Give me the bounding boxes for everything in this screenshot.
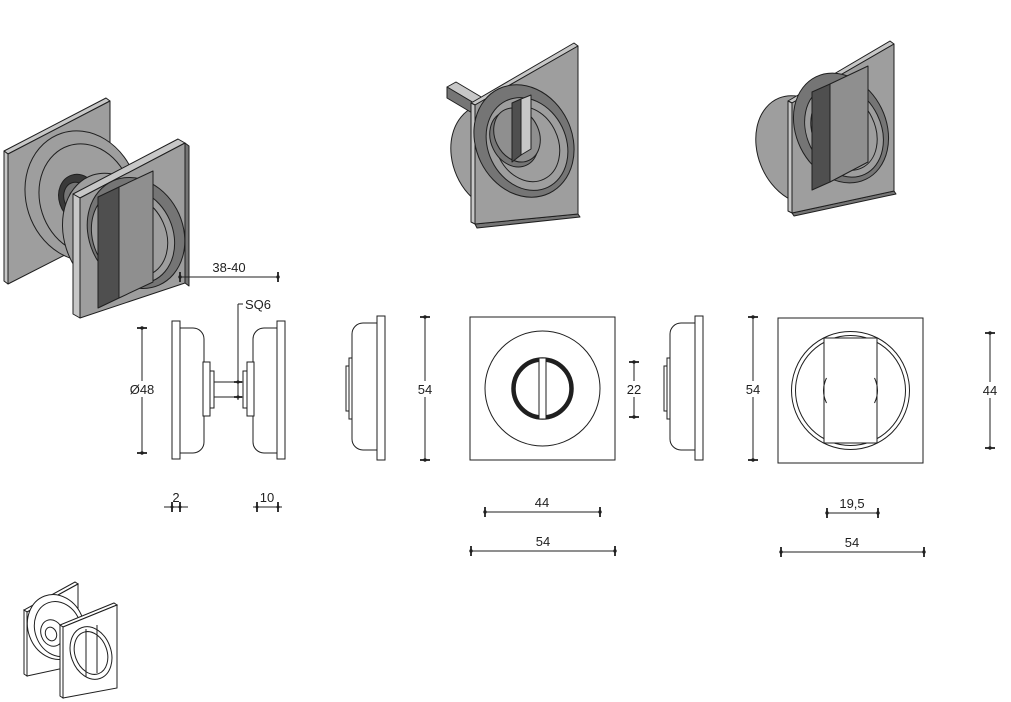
dim-door-thickness: 38-40 bbox=[178, 260, 280, 282]
dim-label-door-thickness: 38-40 bbox=[212, 260, 245, 275]
dim-label-pull-recess-height: 44 bbox=[983, 383, 997, 398]
front-view-privacy-rose bbox=[469, 316, 616, 461]
dim-label-cup-depth: 10 bbox=[260, 490, 274, 505]
dim-rose-diameter: Ø48 bbox=[124, 326, 160, 455]
side-view-pull-rose bbox=[663, 315, 704, 461]
dim-label-plate-width-turn: 54 bbox=[536, 534, 550, 549]
dim-plate-width-turn: 54 bbox=[469, 534, 617, 556]
iso-view-double-flush-pull-set bbox=[3, 97, 190, 319]
dim-rose-plate-thickness: 2 bbox=[164, 490, 188, 512]
dim-label-plate-width-pull: 54 bbox=[845, 535, 859, 550]
iso-view-double-set-outline bbox=[23, 581, 119, 699]
dim-label-side-height-turn: 54 bbox=[418, 382, 432, 397]
dim-side-height-pull: 54 bbox=[739, 315, 767, 462]
front-view-pull-rose bbox=[777, 317, 924, 464]
dim-label-rose-diameter: Ø48 bbox=[130, 382, 155, 397]
dim-label-recess-diameter: 44 bbox=[535, 495, 549, 510]
dim-label-side-height-pull: 54 bbox=[746, 382, 760, 397]
dim-side-height-turn: 54 bbox=[411, 315, 439, 462]
dim-label-turn-knob-height: 22 bbox=[627, 382, 641, 397]
dim-turn-knob-height: 22 bbox=[621, 360, 647, 419]
dim-label-rose-plate-thickness: 2 bbox=[172, 490, 179, 505]
dim-plate-width-pull: 54 bbox=[779, 535, 926, 557]
dim-recess-diameter: 44 bbox=[483, 495, 602, 517]
dim-cup-depth: 10 bbox=[253, 490, 282, 512]
dim-label-spindle-size: SQ6 bbox=[245, 297, 271, 312]
dim-pull-recess-height: 44 bbox=[976, 331, 1004, 450]
dim-grip-bar-width: 19,5 bbox=[825, 496, 880, 518]
dim-label-grip-bar-width: 19,5 bbox=[839, 496, 864, 511]
section-view-knob-set bbox=[171, 320, 286, 460]
dim-spindle-size: SQ6 bbox=[234, 297, 271, 400]
iso-view-flush-pull bbox=[755, 40, 897, 217]
iso-view-privacy-turn bbox=[446, 42, 581, 229]
side-view-turn-rose bbox=[345, 315, 386, 461]
